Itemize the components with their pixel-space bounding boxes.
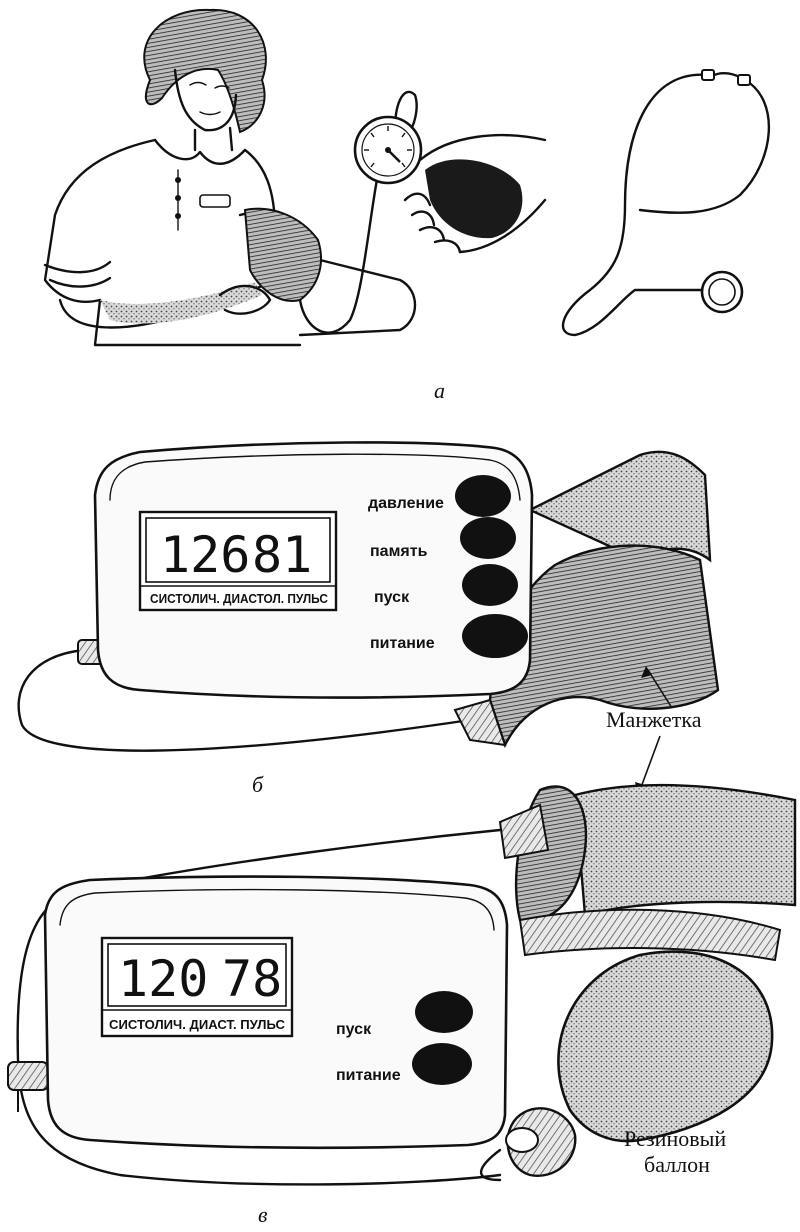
panel-c-lcd-caption: СИСТОЛИЧ. ДИАСТ. ПУЛЬС bbox=[109, 1018, 285, 1032]
panel-b-button-label-memory: память bbox=[370, 543, 428, 560]
panel-c-lcd: 120 78 СИСТОЛИЧ. ДИАСТ. ПУЛЬС bbox=[100, 936, 294, 1038]
panel-b-label: б bbox=[252, 772, 264, 797]
panel-c-systolic-readout: 120 bbox=[118, 950, 208, 1008]
panel-b-button-label-start: пуск bbox=[374, 589, 410, 606]
panel-b-memory-button[interactable] bbox=[460, 517, 516, 559]
panel-b-diastolic-readout: 81 bbox=[252, 526, 312, 584]
panel-b-pressure-button[interactable] bbox=[455, 475, 511, 517]
panel-b-cuff bbox=[453, 450, 720, 749]
panel-a: а bbox=[43, 8, 771, 403]
panel-c-cuff bbox=[498, 783, 797, 962]
panel-b-lcd-caption: СИСТОЛИЧ. ДИАСТОЛ. ПУЛЬС bbox=[150, 592, 328, 606]
panel-b-button-label-pressure: давление bbox=[368, 495, 444, 512]
panel-b-systolic-readout: 126 bbox=[160, 526, 250, 584]
bulb-callout-line2: баллон bbox=[644, 1152, 710, 1177]
panel-b: 126 81 СИСТОЛИЧ. ДИАСТОЛ. ПУЛЬС давление… bbox=[17, 441, 720, 797]
panel-b-start-button[interactable] bbox=[462, 564, 518, 606]
panel-b-lcd: 126 81 СИСТОЛИЧ. ДИАСТОЛ. ПУЛЬС bbox=[138, 510, 338, 612]
panel-c-label: в bbox=[258, 1202, 268, 1227]
cuff-callout-label: Манжетка bbox=[606, 707, 702, 732]
panel-b-button-label-power: питание bbox=[370, 635, 435, 652]
cuff-callout: Манжетка bbox=[606, 666, 702, 795]
bulb-callout: Резиновый баллон bbox=[624, 1126, 726, 1177]
bulb-callout-line1: Резиновый bbox=[624, 1126, 726, 1151]
sphygmomanometer-gauge bbox=[353, 90, 547, 254]
stethoscope-illustration bbox=[561, 69, 771, 337]
panel-a-label: а bbox=[434, 378, 445, 403]
panel-c: 120 78 СИСТОЛИЧ. ДИАСТ. ПУЛЬС пуск питан… bbox=[7, 783, 797, 1227]
panel-c-buttons: пуск питание bbox=[336, 991, 473, 1085]
panel-b-air-tube bbox=[17, 648, 472, 752]
panel-b-buttons: давление память пуск питание bbox=[368, 475, 528, 658]
panel-c-button-label-start: пуск bbox=[336, 1021, 372, 1038]
panel-c-button-label-power: питание bbox=[336, 1067, 401, 1084]
panel-c-diastolic-readout: 78 bbox=[222, 950, 282, 1008]
rubber-bulb bbox=[479, 950, 774, 1182]
panel-c-tube-connector bbox=[7, 1040, 49, 1112]
panel-c-power-button[interactable] bbox=[412, 1043, 472, 1085]
panel-c-start-button[interactable] bbox=[415, 991, 473, 1033]
nurse-illustration bbox=[43, 8, 417, 347]
panel-b-power-button[interactable] bbox=[462, 614, 528, 658]
